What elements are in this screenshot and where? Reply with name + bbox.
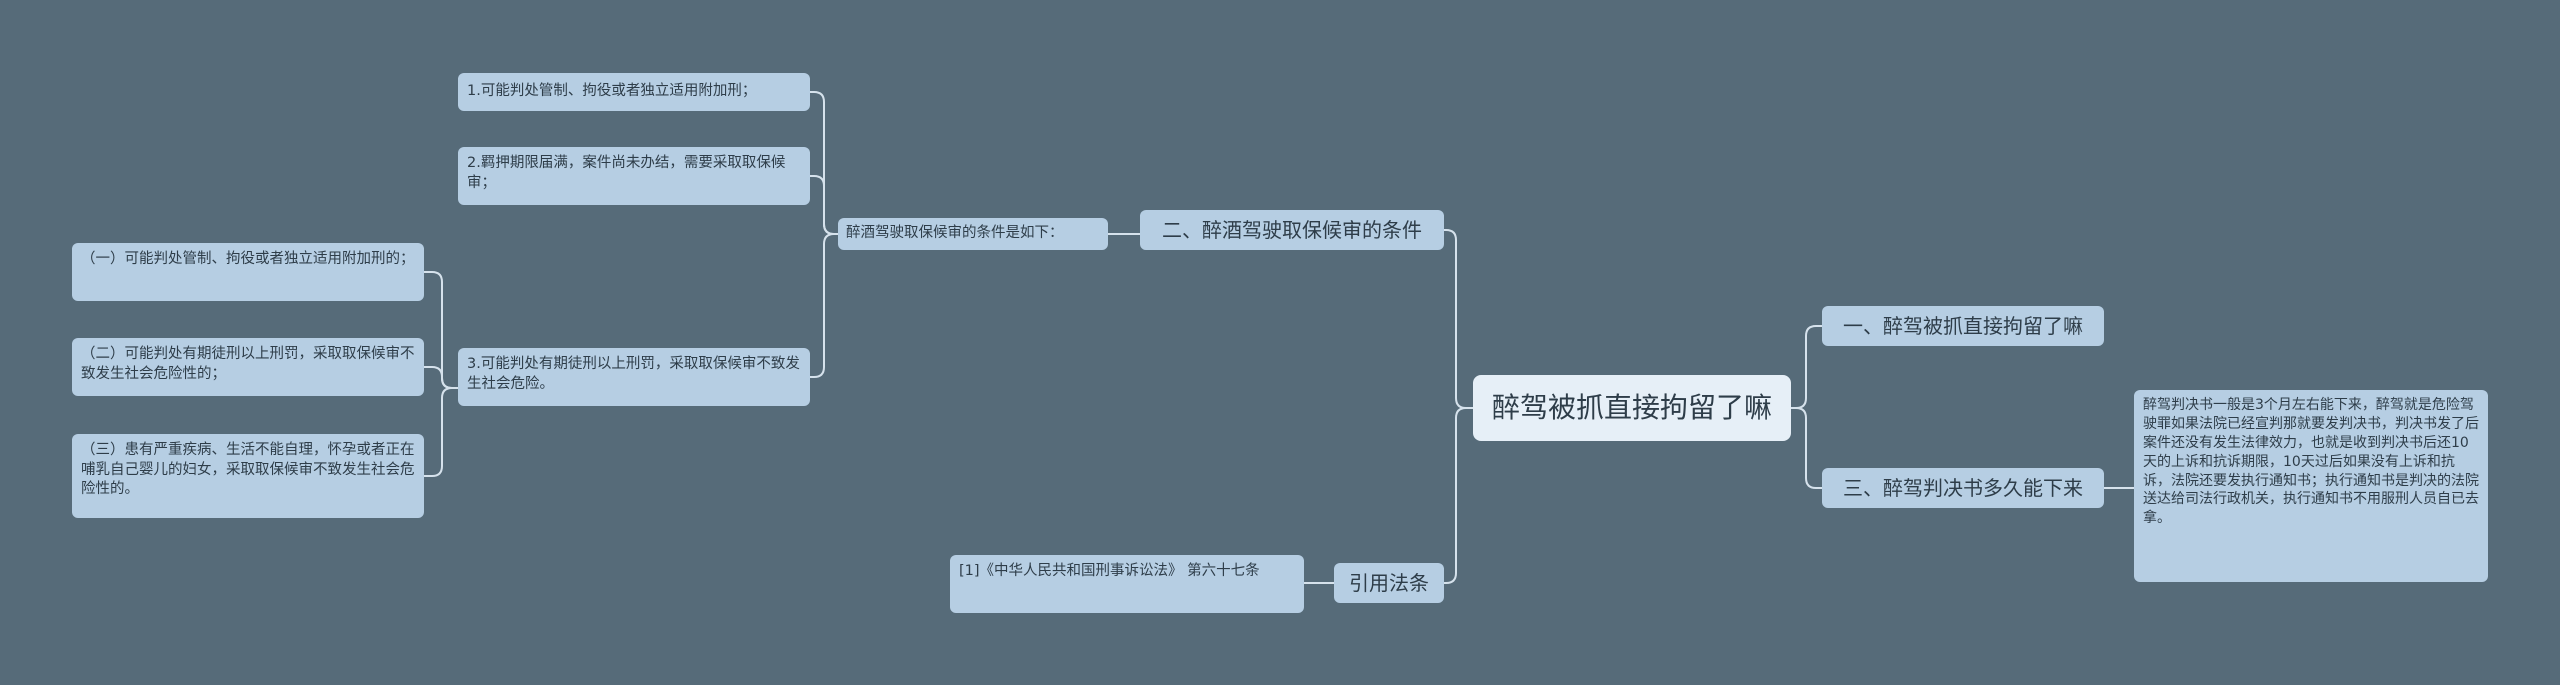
link-item3-sub3 — [424, 387, 458, 477]
branch-law-node[interactable]: 引用法条 — [1334, 563, 1444, 603]
link-intro-item3 — [810, 233, 838, 378]
link-intro-item2 — [810, 175, 838, 235]
condition-item-2-text: 2.羁押期限届满，案件尚未办结，需要采取取保候审； — [467, 155, 786, 191]
verdict-detail-text: 醉驾判决书一般是3个月左右能下来，醉驾就是危险驾驶罪如果法院已经宣判那就要发判决… — [2143, 397, 2479, 527]
condition-item-1[interactable]: 1.可能判处管制、拘役或者独立适用附加刑； — [458, 73, 810, 111]
conditions-intro-node[interactable]: 醉酒驾驶取保候审的条件是如下： — [838, 218, 1108, 250]
branch-conditions-label: 二、醉酒驾驶取保候审的条件 — [1162, 217, 1422, 242]
condition-item-3[interactable]: 3.可能判处有期徒刑以上刑罚，采取取保候审不致发生社会危险。 — [458, 348, 810, 406]
branch-detention-node[interactable]: 一、醉驾被抓直接拘留了嘛 — [1822, 306, 2104, 346]
condition-item-3-text: 3.可能判处有期徒刑以上刑罚，采取取保候审不致发生社会危险。 — [467, 356, 800, 392]
branch-verdict-node[interactable]: 三、醉驾判决书多久能下来 — [1822, 468, 2104, 508]
sub-item-2[interactable]: （二）可能判处有期徒刑以上刑罚，采取取保候审不致发生社会危险性的； — [72, 338, 424, 396]
sub-item-3-text: （三）患有严重疾病、生活不能自理，怀孕或者正在哺乳自己婴儿的妇女，采取取保候审不… — [81, 442, 415, 498]
branch-detention-label: 一、醉驾被抓直接拘留了嘛 — [1843, 313, 2083, 338]
sub-item-1[interactable]: （一）可能判处管制、拘役或者独立适用附加刑的； — [72, 243, 424, 301]
condition-item-2[interactable]: 2.羁押期限届满，案件尚未办结，需要采取取保候审； — [458, 147, 810, 205]
sub-item-1-text: （一）可能判处管制、拘役或者独立适用附加刑的； — [81, 251, 415, 267]
link-root-law — [1444, 407, 1473, 584]
verdict-detail-node[interactable]: 醉驾判决书一般是3个月左右能下来，醉驾就是危险驾驶罪如果法院已经宣判那就要发判决… — [2134, 390, 2488, 582]
branch-conditions-node[interactable]: 二、醉酒驾驶取保候审的条件 — [1140, 210, 1444, 250]
conditions-intro-text: 醉酒驾驶取保候审的条件是如下： — [846, 225, 1064, 242]
branch-verdict-label: 三、醉驾判决书多久能下来 — [1843, 475, 2083, 500]
root-node[interactable]: 醉驾被抓直接拘留了嘛 — [1473, 375, 1791, 441]
link-root-detention — [1791, 325, 1822, 409]
sub-item-3[interactable]: （三）患有严重疾病、生活不能自理，怀孕或者正在哺乳自己婴儿的妇女，采取取保候审不… — [72, 434, 424, 518]
law-citation-node[interactable]: [1]《中华人民共和国刑事诉讼法》 第六十七条 — [950, 555, 1304, 613]
condition-item-1-text: 1.可能判处管制、拘役或者独立适用附加刑； — [467, 83, 757, 100]
sub-item-2-text: （二）可能判处有期徒刑以上刑罚，采取取保候审不致发生社会危险性的； — [81, 346, 415, 382]
link-root-conditions — [1444, 229, 1473, 409]
root-node-label: 醉驾被抓直接拘留了嘛 — [1491, 391, 1772, 425]
branch-law-label: 引用法条 — [1349, 570, 1429, 595]
link-root-verdict — [1791, 407, 1822, 489]
link-item3-sub2 — [424, 366, 458, 389]
law-citation-text: [1]《中华人民共和国刑事诉讼法》 第六十七条 — [959, 563, 1260, 579]
